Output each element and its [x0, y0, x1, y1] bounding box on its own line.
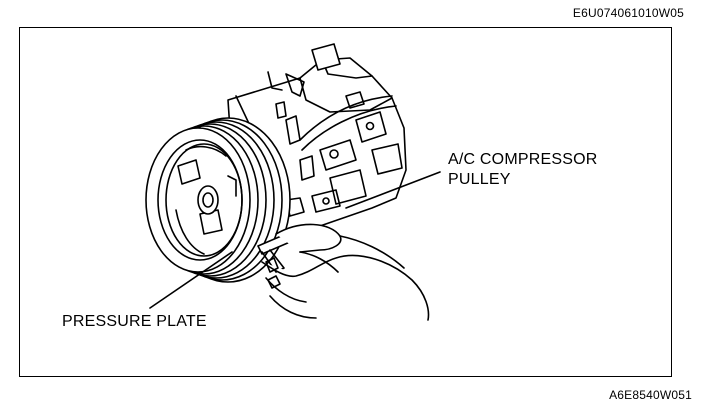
leader-line-pressure-plate — [149, 251, 233, 309]
figure-code-bottom: A6E8540W051 — [609, 388, 692, 402]
callout-pressure-plate: PRESSURE PLATE — [62, 313, 207, 330]
illustration-frame — [19, 27, 672, 377]
callout-compressor-line2: PULLEY — [448, 171, 511, 188]
leader-line-compressor — [345, 171, 441, 209]
callout-ac-compressor-pulley: A/C COMPRESSOR PULLEY — [448, 150, 598, 190]
pressure-plate — [157, 139, 243, 261]
callout-compressor-line1: A/C COMPRESSOR — [448, 151, 598, 168]
figure-code-top: E6U074061010W05 — [572, 6, 684, 20]
hand-with-feeler-gauge — [257, 223, 430, 321]
